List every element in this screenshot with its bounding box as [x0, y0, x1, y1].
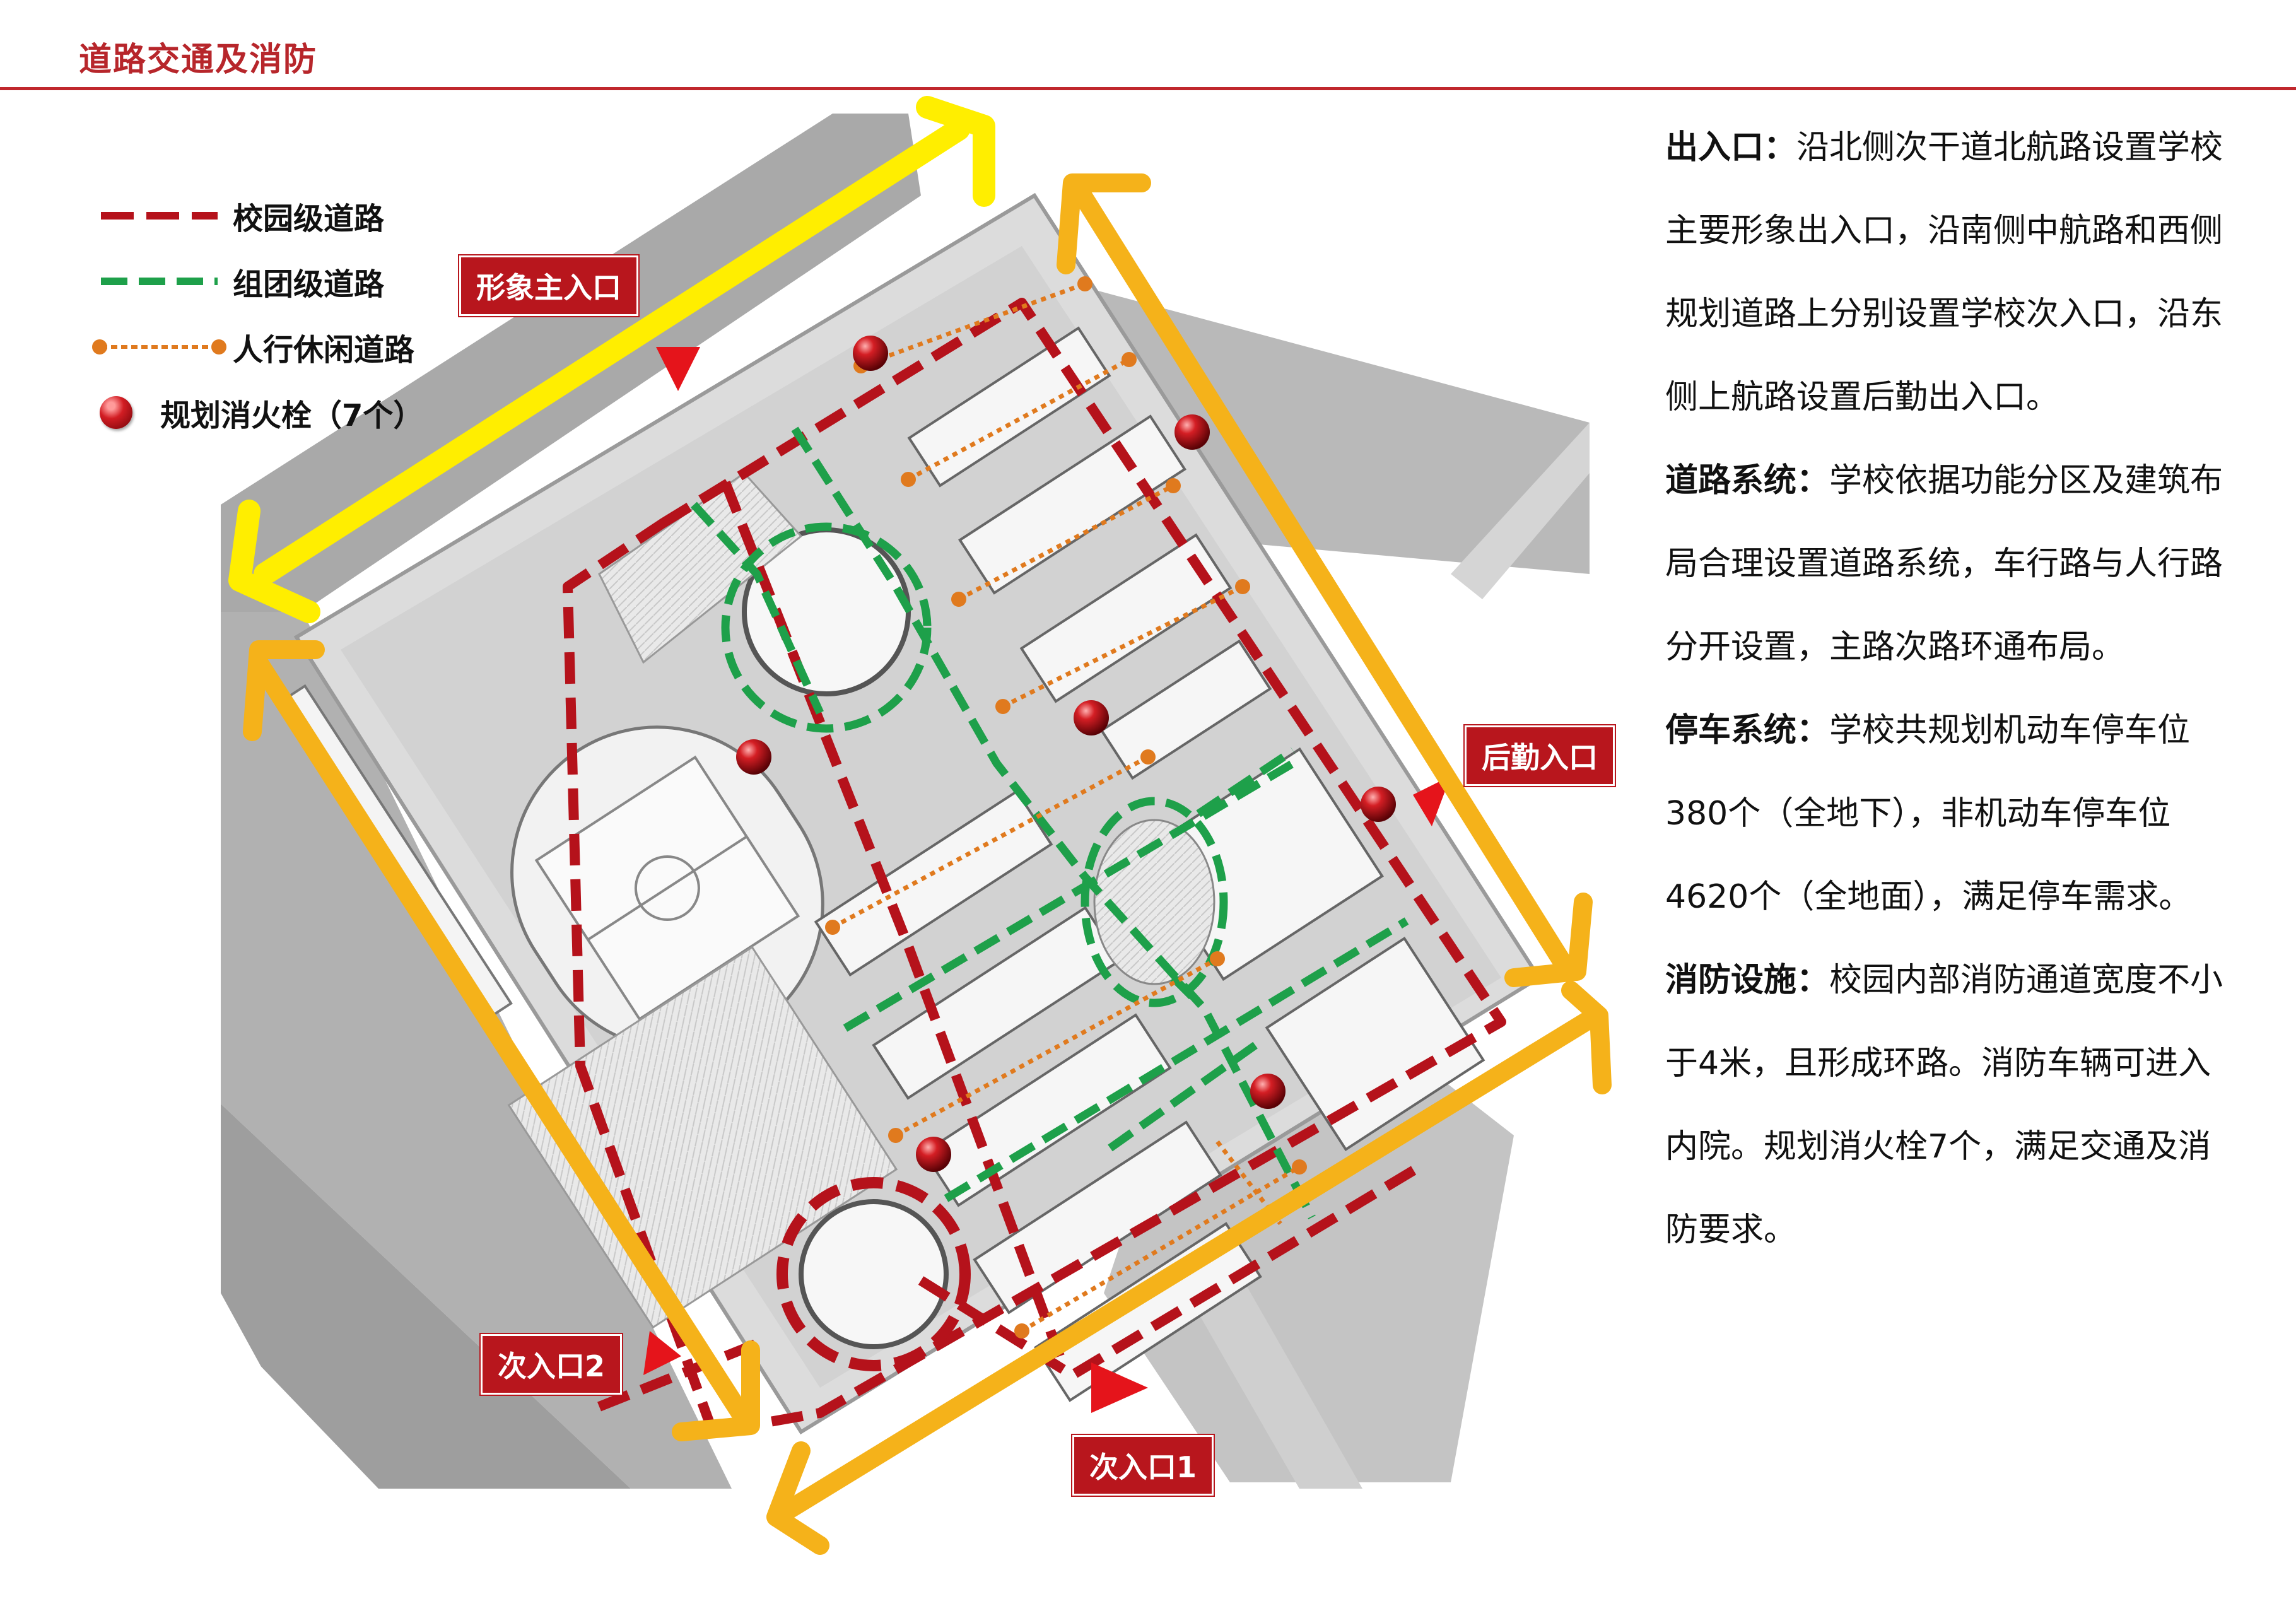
- road-paragraph: 道路系统：学校依据功能分区及建筑布局合理设置道路系统，车行路与人行路分开设置，主…: [1665, 439, 2233, 689]
- entrance-marker: [1413, 776, 1451, 826]
- legend-label: 校园级道路: [233, 201, 385, 237]
- west-boundary-arrow: [243, 640, 760, 1441]
- external-roads: [1180, 423, 1590, 1489]
- fire-hydrant-icon: [95, 396, 151, 429]
- fire-hydrants: [736, 336, 1396, 1172]
- courts: [507, 946, 898, 1329]
- legend-label: 规划消火栓（7个）: [160, 398, 424, 433]
- fire-text: 校园内部消防通道宽度不小于4米，且形成环路。消防车辆可进入内院。规划消火栓7个，…: [1665, 961, 2223, 1249]
- buildings: [814, 326, 1485, 1402]
- site-plan: [0, 95, 1615, 1577]
- entrance-marker: [643, 1331, 681, 1375]
- main-entrance-tag: 形象主入口: [459, 255, 638, 316]
- rotunda-south: [799, 1199, 949, 1349]
- cluster-road: [691, 426, 1409, 1219]
- fire-hydrant-icon: [853, 336, 888, 371]
- pedestrian-nodes: [825, 276, 1307, 1339]
- entrance-marker: [656, 347, 700, 391]
- legend-item-pedestrian-road: 人行休闲道路: [92, 314, 473, 380]
- description-panel: 出入口：沿北侧次干道北航路设置学校主要形象出入口，沿南侧中航路和西侧规划道路上分…: [1665, 106, 2233, 1272]
- entrance-paragraph: 出入口：沿北侧次干道北航路设置学校主要形象出入口，沿南侧中航路和西侧规划道路上分…: [1665, 106, 2233, 439]
- east-boundary-arrow: [1057, 173, 1593, 987]
- secondary-entrance-2-tag: 次入口2: [481, 1334, 623, 1395]
- fire-hydrant-icon: [1361, 787, 1396, 822]
- parking-paragraph: 停车系统：学校共规划机动车停车位380个（全地下），非机动车停车位4620个（全…: [1665, 689, 2233, 939]
- fire-hydrant-icon: [916, 1137, 951, 1172]
- legend-label: 组团级道路: [233, 267, 385, 302]
- entrance-text: 沿北侧次干道北航路设置学校主要形象出入口，沿南侧中航路和西侧规划道路上分别设置学…: [1665, 129, 2223, 416]
- fire-title: 消防设施：: [1665, 961, 1830, 999]
- north-boundary-arrow: [228, 96, 995, 623]
- logistics-entrance-tag: 后勤入口: [1465, 725, 1615, 786]
- site-plan-svg: [221, 96, 1612, 1555]
- legend-label: 人行休闲道路: [233, 332, 415, 368]
- green-dashed-line-icon: [95, 269, 224, 294]
- secondary-entrance-1-tag: 次入口1: [1072, 1435, 1214, 1496]
- parking-text: 学校共规划机动车停车位380个（全地下），非机动车停车位4620个（全地面），满…: [1665, 712, 2192, 916]
- legend-item-campus-road: 校园级道路: [95, 183, 473, 249]
- legend-item-cluster-road: 组团级道路: [95, 249, 473, 314]
- fire-hydrant-icon: [1074, 700, 1109, 735]
- legend: 校园级道路 组团级道路 人行休闲道路 规划消火栓（7个）: [92, 183, 473, 445]
- red-dashed-line-icon: [95, 203, 224, 228]
- pedestrian-road: [831, 281, 1301, 1333]
- legend-item-fire-hydrant: 规划消火栓（7个）: [95, 380, 473, 445]
- fire-hydrant-icon: [736, 739, 771, 775]
- fire-hydrant-icon: [1250, 1074, 1286, 1109]
- fire-paragraph: 消防设施：校园内部消防通道宽度不小于4米，且形成环路。消防车辆可进入内院。规划消…: [1665, 939, 2233, 1272]
- page-title: 道路交通及消防: [79, 41, 318, 79]
- campus-inner: [341, 246, 1501, 1388]
- header-divider: [0, 87, 2296, 90]
- orange-dotted-line-icon: [92, 334, 226, 360]
- entrance-marker: [1091, 1362, 1148, 1413]
- entrance-title: 出入口：: [1665, 129, 1797, 167]
- south-boundary-arrow: [766, 981, 1612, 1555]
- road-title: 道路系统：: [1665, 462, 1830, 500]
- road-text: 学校依据功能分区及建筑布局合理设置道路系统，车行路与人行路分开设置，主路次路环通…: [1665, 462, 2223, 666]
- parking-title: 停车系统：: [1665, 712, 1830, 749]
- fire-hydrant-icon: [1174, 414, 1210, 450]
